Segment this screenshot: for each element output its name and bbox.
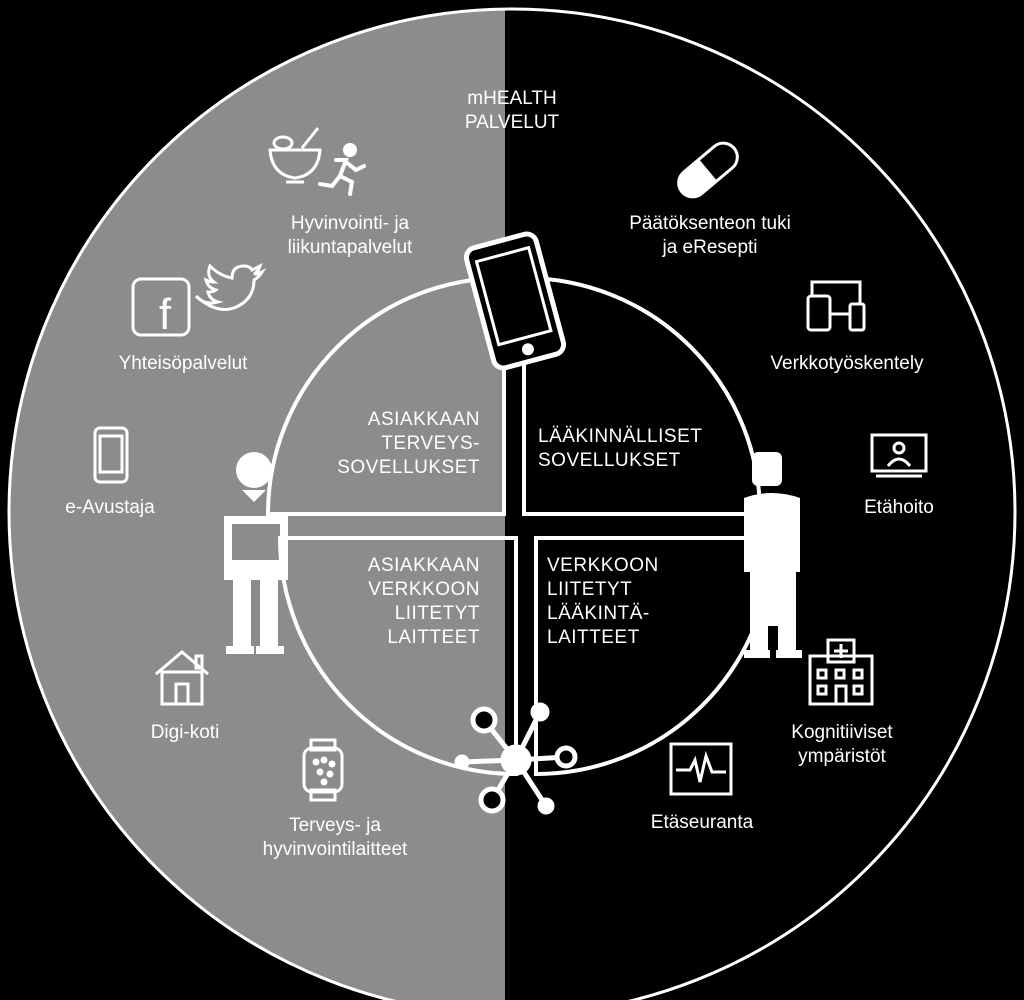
health-devices-label: Terveys- ja hyvinvointilaitteet [262, 815, 408, 860]
facebook-letter: f [159, 290, 172, 339]
quadrant-top-left-label: ASIAKKAAN TERVEYS- SOVELLUKSET [337, 409, 480, 478]
doctor-figure-icon [744, 452, 802, 658]
center-title: mHEALTH PALVELUT [464, 88, 560, 133]
smartwatch-icon [302, 738, 344, 802]
digi-home-label: Digi-koti [150, 722, 220, 743]
quadrant-top-right-label: LÄÄKINNÄLLISET SOVELLUKSET [538, 426, 703, 471]
e-assistant-label: e-Avustaja [65, 497, 155, 518]
quadrant-bottom-left [277, 536, 518, 777]
devices-icon [806, 280, 866, 332]
quadrant-top-left [265, 275, 506, 516]
cognitive-environments-label: Kognitiiviset ympäristöt [791, 722, 893, 767]
twitter-icon [194, 263, 267, 311]
mobile-phone-icon [93, 426, 129, 484]
remote-monitoring-label: Etäseuranta [650, 812, 754, 833]
wellness-services-label: Hyvinvointi- ja liikuntapalvelut [287, 213, 413, 258]
hospital-icon [808, 638, 874, 706]
house-icon [155, 650, 209, 706]
decision-support-label: Päätöksenteon tuki ja eResepti [629, 213, 791, 258]
facebook-icon: f [131, 277, 191, 339]
network-work-label: Verkkotyöskentely [770, 353, 924, 374]
outer-ring [7, 7, 1017, 1000]
quadrant-top-right [522, 275, 763, 516]
remote-care-label: Etähoito [864, 497, 934, 518]
quadrant-bottom-right-label: VERKKOON LIITETYT LÄÄKINTÄ- LAITTEET [547, 555, 659, 648]
heart-monitor-icon [669, 742, 733, 796]
quadrant-bottom-left-label: ASIAKKAAN VERKKOON LIITETYT LAITTEET [367, 555, 480, 648]
smartphone-icon [463, 231, 567, 371]
social-services-label: Yhteisöpalvelut [118, 353, 248, 374]
video-monitor-icon [870, 433, 928, 478]
network-hub-icon [454, 702, 578, 815]
customer-figure-icon [224, 452, 288, 654]
pill-capsule-icon [677, 141, 739, 199]
runner-icon [318, 143, 366, 196]
mortar-pestle-icon [268, 127, 322, 184]
